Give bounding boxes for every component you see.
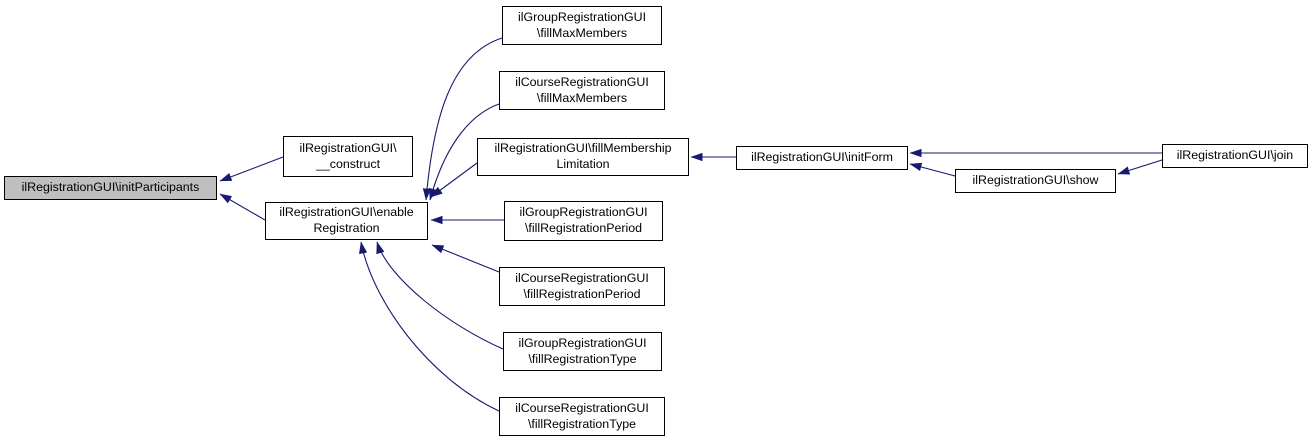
- node-initForm[interactable]: ilRegistrationGUI\initForm: [736, 146, 908, 170]
- edge-courseFillRegistrationType-to-enableRegistration: [359, 241, 500, 412]
- node-join[interactable]: ilRegistrationGUI\join: [1162, 144, 1308, 168]
- node-courseFillRegistrationType[interactable]: ilCourseRegistrationGUI \fillRegistratio…: [499, 397, 665, 436]
- node-show[interactable]: ilRegistrationGUI\show: [955, 169, 1116, 193]
- edge-construct-to-initParticipants: [219, 156, 284, 182]
- edge-courseFillMaxMembers-to-enableRegistration: [428, 103, 500, 201]
- node-enableRegistration[interactable]: ilRegistrationGUI\enable Registration: [265, 202, 428, 240]
- edge-show-to-initForm: [909, 162, 956, 177]
- node-groupFillRegistrationPeriod[interactable]: ilGroupRegistrationGUI \fillRegistration…: [504, 201, 663, 241]
- edge-courseFillRegistrationPeriod-to-enableRegistration: [431, 244, 500, 273]
- node-construct[interactable]: ilRegistrationGUI\ __construct: [283, 136, 413, 177]
- node-groupFillRegistrationType[interactable]: ilGroupRegistrationGUI \fillRegistration…: [503, 332, 662, 371]
- node-fillMembershipLimitation[interactable]: ilRegistrationGUI\fillMembership Limitat…: [477, 138, 689, 176]
- edge-join-to-show: [1117, 159, 1163, 175]
- node-initParticipants: ilRegistrationGUI\initParticipants: [4, 176, 217, 200]
- edge-fillMembershipLimitation-to-enableRegistration: [430, 162, 478, 198]
- node-courseFillRegistrationPeriod[interactable]: ilCourseRegistrationGUI \fillRegistratio…: [499, 267, 665, 306]
- node-courseFillMaxMembers[interactable]: ilCourseRegistrationGUI \fillMaxMembers: [499, 71, 665, 110]
- edge-groupFillRegistrationType-to-enableRegistration: [376, 241, 504, 350]
- edge-groupFillMaxMembers-to-enableRegistration: [422, 37, 503, 201]
- edge-enableRegistration-to-initParticipants: [219, 193, 266, 221]
- node-groupFillMaxMembers[interactable]: ilGroupRegistrationGUI \fillMaxMembers: [502, 6, 662, 45]
